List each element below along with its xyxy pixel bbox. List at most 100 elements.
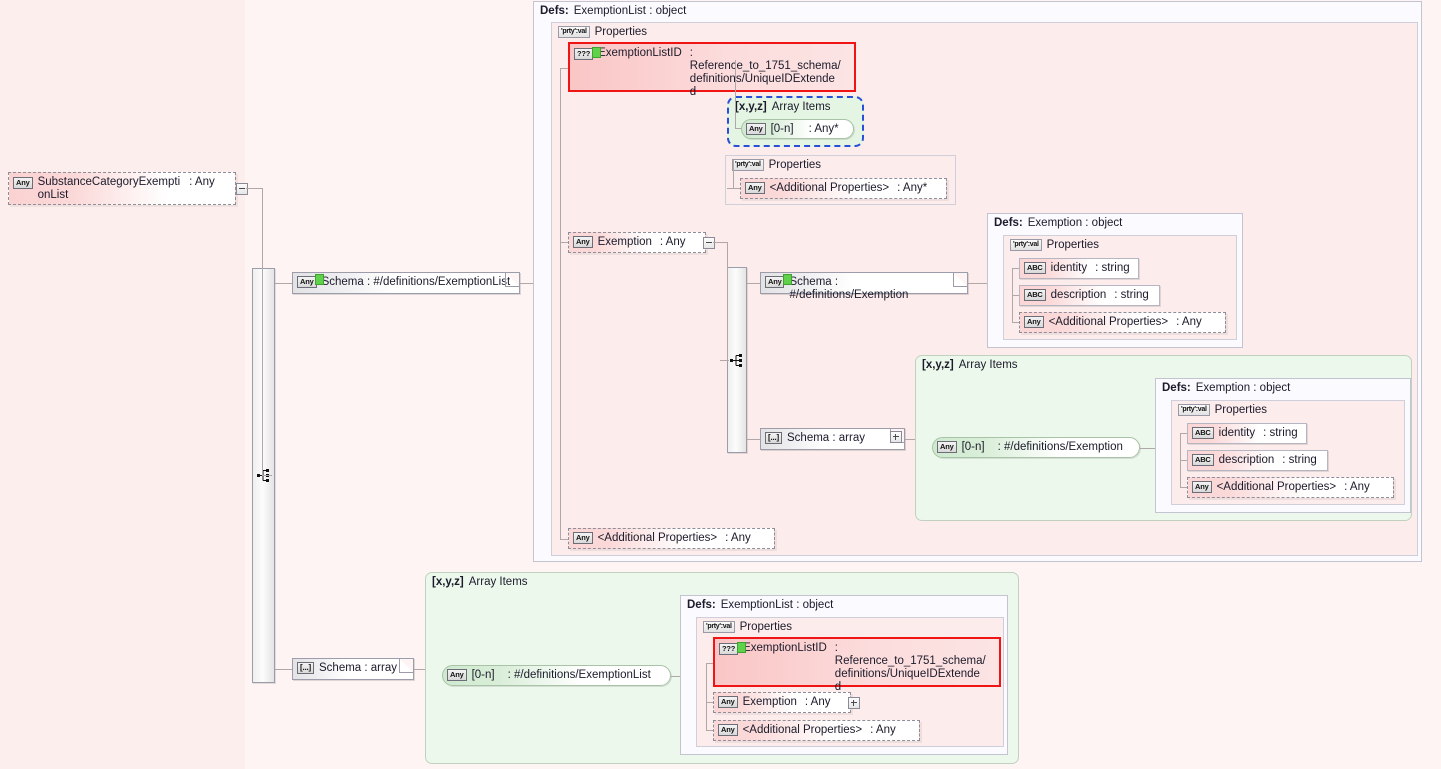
property-type: : string xyxy=(1114,289,1149,301)
connector xyxy=(706,702,714,703)
root-expand-handle[interactable] xyxy=(236,183,248,195)
connector xyxy=(1180,487,1188,488)
schema-node-exemption-ref[interactable]: Any Schema : #/definitions/Exemption xyxy=(760,272,968,301)
unknown-type-icon: ??? xyxy=(719,643,739,655)
array-items-badge: [x,y,z] xyxy=(922,359,954,371)
property-node-additional-bottom[interactable]: Any <Additional Properties> : Any xyxy=(713,720,920,741)
connector xyxy=(275,283,293,284)
property-icon: 'prty':val xyxy=(558,26,590,38)
defs-title: ExemptionList : object xyxy=(720,599,834,611)
property-node-description-lower[interactable]: ABC description : string xyxy=(1187,450,1328,471)
array-item-type: : #/definitions/ExemptionList xyxy=(507,669,651,681)
connector xyxy=(706,663,707,731)
property-name: <Additional Properties> xyxy=(1048,316,1169,328)
defs-header: Defs: Exemption : object xyxy=(1162,382,1290,394)
note-fold-corner xyxy=(953,273,967,287)
property-node-exemption-top[interactable]: Any Exemption : Any xyxy=(568,232,706,253)
property-name: description xyxy=(1050,289,1107,301)
property-type: : Reference_to_1751_schema/ definitions/… xyxy=(834,642,986,693)
connector xyxy=(560,68,568,69)
connector xyxy=(1012,268,1020,269)
note-fold-corner xyxy=(505,273,519,287)
property-icon: 'prty':val xyxy=(1178,404,1210,416)
property-name: ExemptionListID xyxy=(598,47,682,59)
properties-header-any: 'prty':val Properties xyxy=(732,159,821,171)
connector xyxy=(275,669,293,670)
defs-title: Exemption : object xyxy=(1027,217,1123,229)
array-expand-handle[interactable] xyxy=(890,431,902,443)
properties-label: Properties xyxy=(1046,239,1100,251)
green-marker-icon xyxy=(315,274,324,285)
connector xyxy=(720,360,729,361)
connector xyxy=(706,663,714,664)
any-icon: Any xyxy=(718,724,738,736)
schema-node-array-top[interactable]: [...] Schema : array xyxy=(760,428,905,450)
defs-badge: Defs: xyxy=(1162,382,1191,394)
any-icon: Any xyxy=(297,276,317,288)
property-node-description-upper[interactable]: ABC description : string xyxy=(1019,285,1160,306)
property-node-exemptionlistid-bottom[interactable]: ??? ExemptionListID : Reference_to_1751_… xyxy=(713,637,1001,693)
green-marker-icon xyxy=(783,274,792,285)
property-icon: 'prty':val xyxy=(1010,239,1042,251)
array-items-badge: [x,y,z] xyxy=(432,576,464,588)
property-node-additional-top[interactable]: Any <Additional Properties> : Any xyxy=(568,528,775,549)
any-icon: Any xyxy=(765,276,785,288)
property-type: : Any xyxy=(1176,316,1202,328)
property-type: : Any* xyxy=(897,182,928,194)
array-items-header: [x,y,z] Array Items xyxy=(432,576,528,588)
string-icon: ABC xyxy=(1192,454,1214,466)
any-icon: Any xyxy=(745,182,765,194)
any-icon: Any xyxy=(937,441,957,453)
properties-header: 'prty':val Properties xyxy=(558,26,647,38)
connector xyxy=(727,188,741,189)
any-icon: Any xyxy=(13,177,33,189)
string-icon: ABC xyxy=(1024,289,1046,301)
property-name: <Additional Properties> xyxy=(1216,481,1337,493)
array-items-header: [x,y,z] Array Items xyxy=(922,359,1018,371)
connector xyxy=(560,539,568,540)
root-node-type: : Any xyxy=(189,176,215,188)
schema-node-label: Schema : #/definitions/Exemption xyxy=(789,276,909,301)
array-item-name: [0-n] xyxy=(471,669,495,681)
property-node-additional-upper[interactable]: Any <Additional Properties> : Any xyxy=(1019,312,1226,333)
defs-title: ExemptionList : object xyxy=(573,5,687,17)
unknown-type-icon: ??? xyxy=(574,48,594,60)
connector xyxy=(1140,448,1160,449)
exemption-expand-handle-top[interactable] xyxy=(703,237,715,249)
connector xyxy=(1012,322,1020,323)
array-item-type: : #/definitions/Exemption xyxy=(997,441,1123,453)
properties-label: Properties xyxy=(1214,404,1268,416)
properties-label: Properties xyxy=(739,621,793,633)
property-node-identity-upper[interactable]: ABC identity : string xyxy=(1019,258,1139,279)
any-icon: Any xyxy=(746,123,766,135)
any-icon: Any xyxy=(447,669,467,681)
green-marker-icon xyxy=(737,642,746,653)
root-node-label: SubstanceCategoryExempti onList xyxy=(37,176,181,201)
schema-node-array-bottom[interactable]: [...] Schema : array xyxy=(292,658,414,680)
property-node-identity-lower[interactable]: ABC identity : string xyxy=(1187,423,1307,444)
schema-node-label: Schema : array xyxy=(319,662,397,674)
property-node-exemption-bottom[interactable]: Any Exemption : Any xyxy=(713,692,851,713)
array-item-node-any-top[interactable]: Any [0-n] : Any* xyxy=(741,119,854,139)
connector xyxy=(1012,295,1020,296)
property-node-additional-any-top[interactable]: Any <Additional Properties> : Any* xyxy=(740,178,947,199)
schema-node-exemptionlist-ref[interactable]: Any Schema : #/definitions/ExemptionList xyxy=(292,272,520,294)
root-node-substancecategoryexemptionlist[interactable]: Any SubstanceCategoryExempti onList : An… xyxy=(8,172,236,205)
any-icon: Any xyxy=(718,696,738,708)
exemption-expand-handle-bottom[interactable] xyxy=(848,697,860,709)
connector xyxy=(1180,460,1188,461)
connector xyxy=(560,68,561,540)
array-item-node-exemptionlist-ref[interactable]: Any [0-n] : #/definitions/ExemptionList xyxy=(442,665,671,686)
property-name: Exemption xyxy=(742,696,797,708)
property-type: : string xyxy=(1282,454,1317,466)
properties-header: 'prty':val Properties xyxy=(1010,239,1099,251)
property-type: : Reference_to_1751_schema/ definitions/… xyxy=(689,47,841,98)
property-node-exemptionlistid-top[interactable]: ??? ExemptionListID : Reference_to_1751_… xyxy=(568,42,856,98)
property-name: identity xyxy=(1218,427,1256,439)
property-name: identity xyxy=(1050,262,1088,274)
connector xyxy=(262,475,272,476)
array-item-node-exemption-ref[interactable]: Any [0-n] : #/definitions/Exemption xyxy=(932,437,1140,458)
defs-badge: Defs: xyxy=(994,217,1023,229)
array-items-badge: [x,y,z] xyxy=(735,101,767,113)
property-node-additional-lower[interactable]: Any <Additional Properties> : Any xyxy=(1187,477,1394,498)
